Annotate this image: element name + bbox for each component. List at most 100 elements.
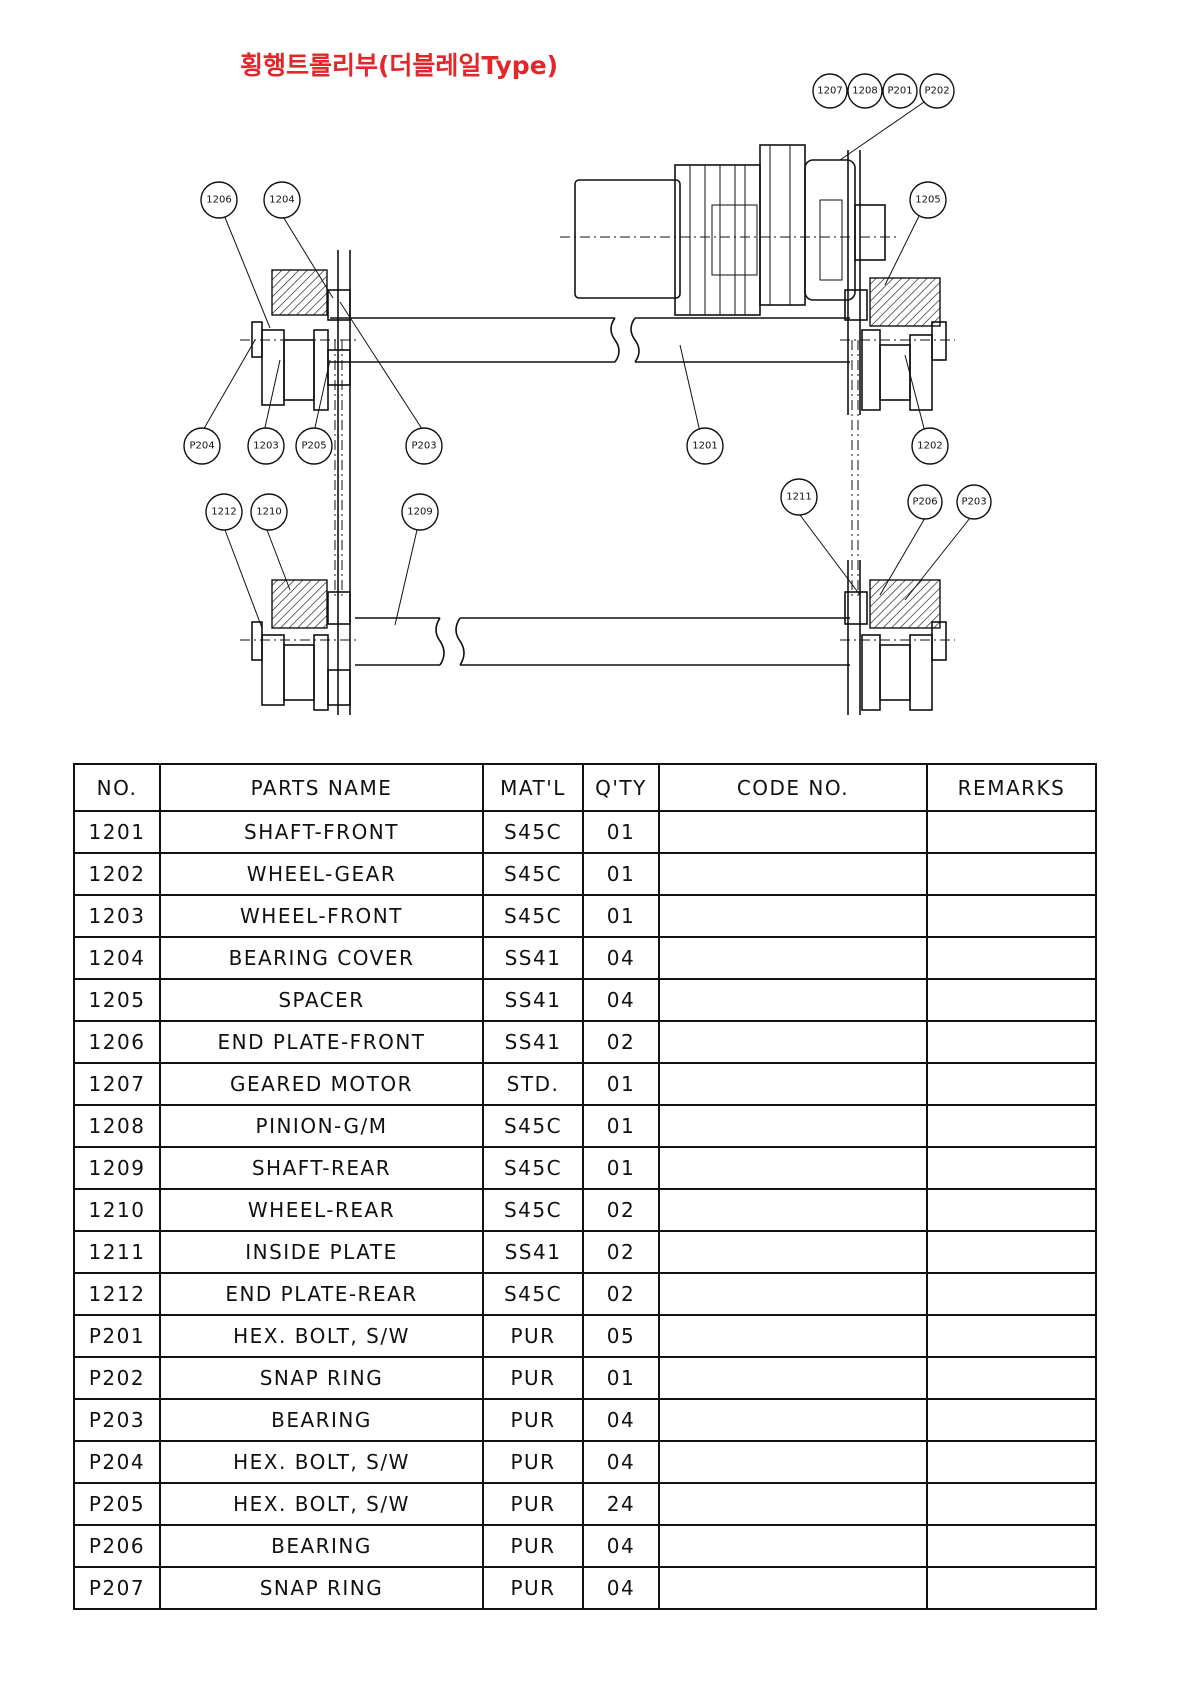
cell-material: PUR [482, 1314, 584, 1358]
cell-quantity: 01 [582, 894, 660, 938]
cell-quantity: 02 [582, 1020, 660, 1064]
cell-parts-name: WHEEL-FRONT [159, 894, 484, 938]
cell-parts-name: SNAP RING [159, 1356, 484, 1400]
cell-parts-name: WHEEL-GEAR [159, 852, 484, 896]
cell-code-no [658, 810, 928, 854]
cell-parts-name: WHEEL-REAR [159, 1188, 484, 1232]
callout-1202-bubble: 1202 [911, 427, 949, 465]
cell-remarks [926, 894, 1097, 938]
cell-no: 1205 [73, 978, 161, 1022]
cell-no: 1204 [73, 936, 161, 980]
callout-p206-bubble: P206 [907, 484, 943, 520]
cell-parts-name: END PLATE-REAR [159, 1272, 484, 1316]
callout-1205: 1205 [915, 195, 940, 206]
cell-no: 1202 [73, 852, 161, 896]
header-quantity: Q'TY [582, 763, 660, 812]
cell-no: 1206 [73, 1020, 161, 1064]
cell-material: PUR [482, 1566, 584, 1610]
rear-shaft-assembly [240, 560, 955, 715]
cell-quantity: 02 [582, 1272, 660, 1316]
callout-1207: 1207 [817, 86, 842, 97]
cell-code-no [658, 1524, 928, 1568]
cell-code-no [658, 1272, 928, 1316]
cell-material: S45C [482, 1188, 584, 1232]
cell-code-no [658, 1482, 928, 1526]
cell-remarks [926, 1356, 1097, 1400]
header-no: NO. [73, 763, 161, 812]
callout-1208: 1208 [852, 86, 877, 97]
cell-parts-name: SNAP RING [159, 1566, 484, 1610]
cell-material: S45C [482, 852, 584, 896]
callout-p201: P201 [887, 86, 912, 97]
cell-quantity: 02 [582, 1230, 660, 1274]
cell-remarks [926, 1398, 1097, 1442]
cell-parts-name: INSIDE PLATE [159, 1230, 484, 1274]
callout-p205: P205 [301, 441, 326, 452]
callout-1205-bubble: 1205 [909, 181, 947, 219]
cell-remarks [926, 810, 1097, 854]
cell-quantity: 04 [582, 1524, 660, 1568]
cell-remarks [926, 1524, 1097, 1568]
cell-no: 1210 [73, 1188, 161, 1232]
cell-material: PUR [482, 1482, 584, 1526]
callout-p205-bubble: P205 [295, 427, 333, 465]
cell-code-no [658, 1566, 928, 1610]
cell-no: 1212 [73, 1272, 161, 1316]
cell-code-no [658, 852, 928, 896]
cell-material: SS41 [482, 1020, 584, 1064]
page-title: 횡행트롤리부(더블레일Type) [240, 51, 559, 80]
callout-1212: 1212 [211, 507, 236, 518]
cell-parts-name: HEX. BOLT, S/W [159, 1482, 484, 1526]
callout-1206-bubble: 1206 [200, 181, 238, 219]
cell-material: PUR [482, 1524, 584, 1568]
cell-quantity: 04 [582, 1566, 660, 1610]
callout-1211-bubble: 1211 [780, 478, 818, 516]
cell-material: S45C [482, 810, 584, 854]
cell-no: 1203 [73, 894, 161, 938]
callout-1204-bubble: 1204 [263, 181, 301, 219]
header-remarks: REMARKS [926, 763, 1097, 812]
cell-parts-name: BEARING COVER [159, 936, 484, 980]
cell-code-no [658, 936, 928, 980]
cell-remarks [926, 978, 1097, 1022]
cell-quantity: 02 [582, 1188, 660, 1232]
callout-1203-bubble: 1203 [247, 427, 285, 465]
callout-p202-bubble: P202 [919, 73, 955, 109]
callout-p204-bubble: P204 [183, 427, 221, 465]
callout-p201-bubble: P201 [882, 73, 918, 109]
cell-material: S45C [482, 1104, 584, 1148]
callout-1212-bubble: 1212 [205, 493, 243, 531]
cell-no: 1209 [73, 1146, 161, 1190]
header-parts-name: PARTS NAME [159, 763, 484, 812]
cell-code-no [658, 1356, 928, 1400]
cell-no: P205 [73, 1482, 161, 1526]
cell-quantity: 04 [582, 1440, 660, 1484]
callout-p204: P204 [189, 441, 214, 452]
cell-code-no [658, 1062, 928, 1106]
cell-code-no [658, 1440, 928, 1484]
cell-parts-name: PINION-G/M [159, 1104, 484, 1148]
cell-quantity: 01 [582, 852, 660, 896]
callout-p203-top-bubble: P203 [405, 427, 443, 465]
cell-remarks [926, 1146, 1097, 1190]
cell-quantity: 05 [582, 1314, 660, 1358]
front-shaft-assembly [240, 150, 955, 715]
cell-quantity: 01 [582, 810, 660, 854]
cell-quantity: 24 [582, 1482, 660, 1526]
cell-code-no [658, 1146, 928, 1190]
cell-code-no [658, 1230, 928, 1274]
cell-material: SS41 [482, 936, 584, 980]
cell-material: SS41 [482, 978, 584, 1022]
cell-parts-name: SHAFT-REAR [159, 1146, 484, 1190]
cell-code-no [658, 978, 928, 1022]
